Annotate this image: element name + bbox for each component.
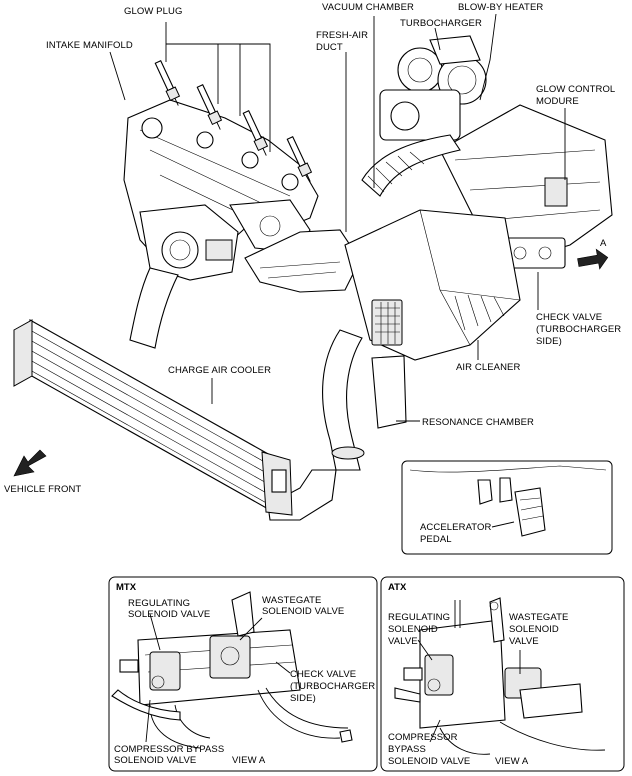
mtx-check-valve-label-line2: (TURBOCHARGER (290, 681, 375, 692)
atx-view-label: VIEW A (495, 756, 529, 767)
vehicle-front-arrow (13, 449, 47, 477)
mtx-regulating-label-line2: SOLENOID VALVE (128, 609, 210, 620)
resonance-chamber-drawing (371, 355, 407, 429)
vacuum-chamber-label: VACUUM CHAMBER (322, 2, 414, 13)
mtx-view-label: VIEW A (232, 755, 266, 766)
mtx-check-valve-label-line3: SIDE) (290, 693, 316, 704)
mtx-bypass-label-line2: SOLENOID VALVE (114, 755, 196, 766)
glow-plug-label: GLOW PLUG (124, 6, 182, 17)
view-a-marker: A (600, 238, 607, 249)
air-cleaner-label: AIR CLEANER (456, 362, 520, 373)
mtx-check-valve-label-line1: CHECK VALVE (290, 669, 356, 680)
atx-bypass-label-line3: SOLENOID VALVE (388, 756, 470, 767)
atx-regulating-label-line1: REGULATING (388, 612, 450, 623)
mtx-bypass-label-line1: COMPRESSOR BYPASS (114, 744, 224, 755)
charge-air-cooler-label: CHARGE AIR COOLER (168, 365, 271, 376)
atx-bypass-label-line2: BYPASS (388, 744, 426, 755)
air-cleaner-drawing (344, 209, 521, 361)
resonance-chamber-label: RESONANCE CHAMBER (422, 417, 534, 428)
labels-top: GLOW PLUG INTAKE MANIFOLD VACUUM CHAMBER… (4, 2, 621, 545)
atx-wastegate-label-line3: VALVE (509, 636, 539, 647)
blow-by-heater-label: BLOW-BY HEATER (458, 2, 543, 13)
intake-manifold-label: INTAKE MANIFOLD (46, 40, 133, 51)
atx-view-panel: ATX REGULATING SOLENOID VALVE WASTEGATE … (380, 576, 625, 772)
mtx-wastegate-label-line1: WASTEGATE (262, 595, 322, 606)
charge-air-cooler-drawing (13, 319, 293, 516)
check-valve-label-line1: CHECK VALVE (536, 312, 602, 323)
atx-title: ATX (388, 582, 407, 593)
glow-plugs-drawing (154, 60, 313, 182)
accelerator-pedal-label-line2: PEDAL (420, 534, 452, 545)
vehicle-front-label: VEHICLE FRONT (4, 484, 81, 495)
fresh-air-duct-drawing (244, 134, 461, 293)
fresh-air-duct-label-line2: DUCT (316, 42, 343, 53)
turbocharger-label: TURBOCHARGER (400, 18, 482, 29)
mtx-title: MTX (116, 582, 137, 593)
atx-regulating-label-line3: VALVE (388, 636, 418, 647)
view-a-arrow: A (577, 238, 609, 270)
check-valve-label-line2: (TURBOCHARGER (536, 324, 621, 335)
atx-wastegate-label-line1: WASTEGATE (509, 612, 569, 623)
leader-lines-top (109, 13, 566, 528)
mtx-wastegate-label-line2: SOLENOID VALVE (262, 606, 344, 617)
accelerator-pedal-inset (401, 460, 613, 555)
mtx-regulating-label-line1: REGULATING (128, 598, 190, 609)
accelerator-pedal-label-line1: ACCELERATOR (420, 522, 492, 533)
atx-wastegate-label-line2: SOLENOID (509, 624, 559, 635)
mtx-view-panel: MTX REGULATING SOLENOID VALVE WASTEGATE … (108, 576, 378, 772)
atx-regulating-label-line2: SOLENOID (388, 624, 438, 635)
atx-bypass-label-line1: COMPRESSOR (388, 732, 458, 743)
check-valve-label-line3: SIDE) (536, 336, 562, 347)
cooler-inlet-tube-drawing (129, 267, 179, 349)
glow-control-module-label-line2: MODURE (536, 96, 579, 107)
glow-control-module-label-line1: GLOW CONTROL (536, 84, 615, 95)
fresh-air-duct-label-line1: FRESH-AIR (316, 30, 368, 41)
turbocharger-drawing (379, 35, 487, 141)
